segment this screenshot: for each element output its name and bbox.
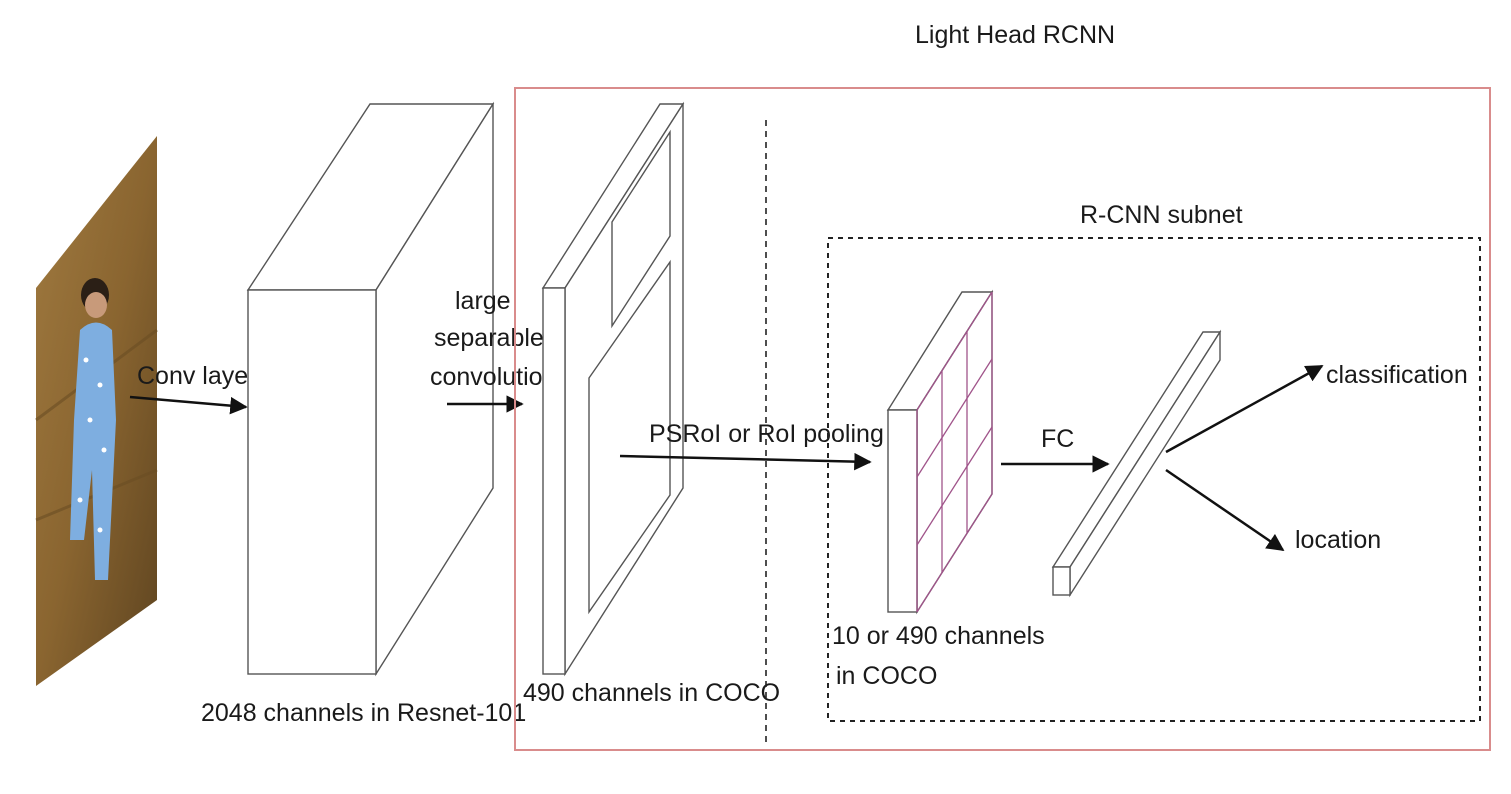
rcnn-subnet-title: R-CNN subnet: [1080, 201, 1243, 229]
pooled-feature-grid: [886, 289, 994, 615]
pooling-arrow: [619, 452, 872, 471]
conv-layers-label: Conv layers: [137, 362, 269, 390]
classification-label: classification: [1326, 361, 1468, 389]
light-head-title: Light Head RCNN: [915, 21, 1115, 49]
roi-box-large: [588, 259, 671, 615]
large-label: large: [455, 287, 511, 315]
location-arrow: [1165, 468, 1285, 552]
light-head-region: [514, 87, 1491, 751]
fc-label: FC: [1041, 425, 1074, 453]
thin-feature-map: [541, 101, 685, 677]
conv-layers-arrow: [129, 395, 248, 415]
pooling-label: PSRoI or RoI pooling: [649, 420, 884, 448]
pooled-channels-label-line1: 10 or 490 channels: [832, 622, 1045, 650]
fc-layer: [1051, 329, 1222, 598]
resnet-feature-block: [246, 101, 495, 677]
pooled-channels-label-line2: in COCO: [836, 662, 937, 690]
convolution-label: convolution: [430, 363, 556, 391]
classification-arrow: [1165, 364, 1324, 454]
location-label: location: [1295, 526, 1381, 554]
coco-channels-label: 490 channels in COCO: [523, 679, 780, 707]
separable-label: separable: [434, 324, 544, 352]
rcnn-subnet-region: [827, 237, 1481, 722]
roi-box-small: [611, 129, 671, 329]
resnet-channels-label: 2048 channels in Resnet-101: [201, 699, 526, 727]
input-image: [35, 136, 158, 686]
